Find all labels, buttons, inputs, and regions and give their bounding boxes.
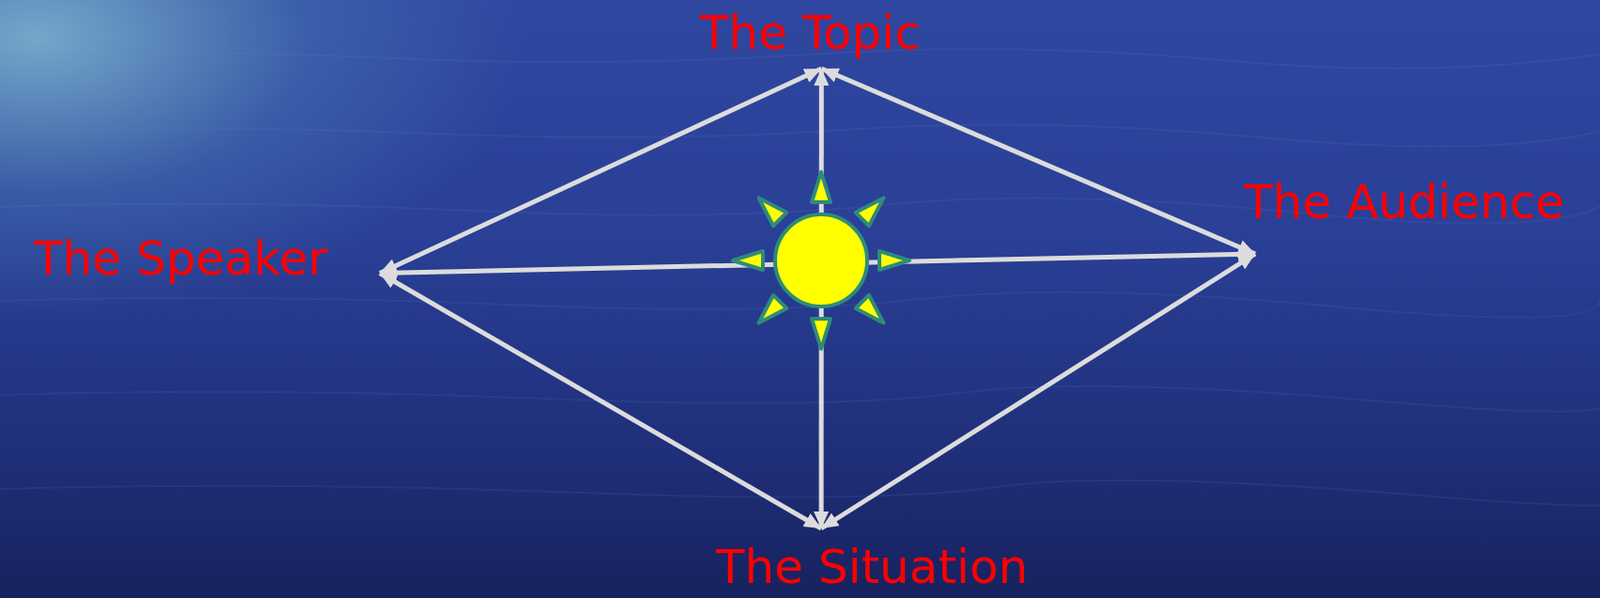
arrow-connector	[379, 273, 822, 529]
arrow-connector	[379, 253, 1256, 274]
node-label: The Speaker	[33, 233, 327, 285]
arrow-connector	[819, 68, 824, 529]
node-label: The Situation	[715, 541, 1028, 593]
arrow-connector	[821, 253, 1256, 529]
topic-label-node: The Speaker	[28, 231, 333, 287]
topic-label-node: The Audience	[1238, 174, 1570, 231]
arrow-connector	[379, 68, 822, 274]
topic-label-node: The Topic	[694, 5, 927, 62]
node-label: The Topic	[699, 7, 921, 60]
arrow-connector	[821, 68, 1256, 254]
node-label: The Audience	[1243, 176, 1565, 229]
topic-label-node: The Situation	[710, 539, 1034, 595]
